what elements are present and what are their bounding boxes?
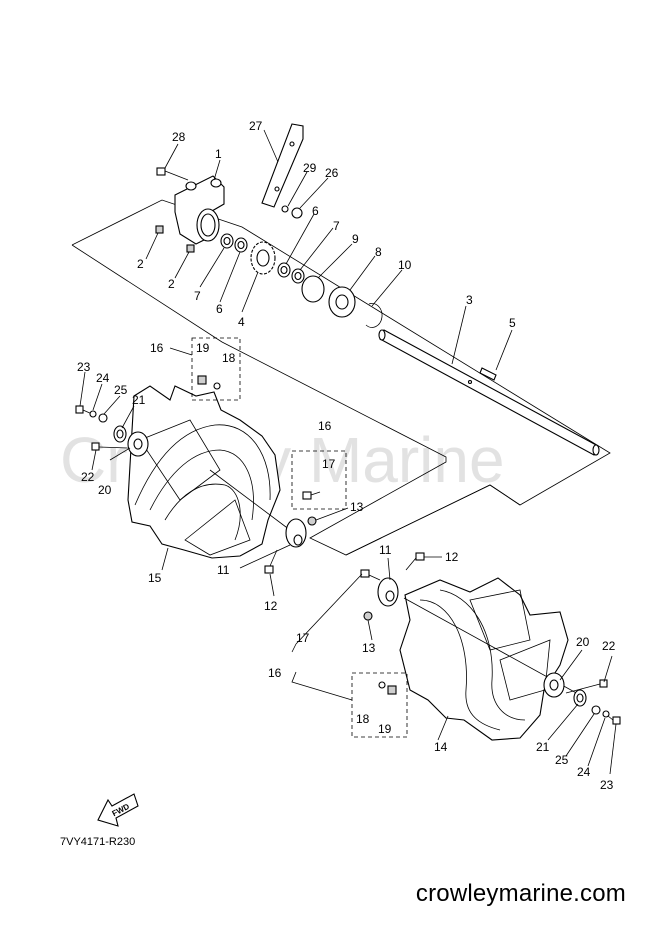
flange-20a (127, 431, 149, 457)
bolt-23b (607, 715, 621, 725)
bearing-7a (220, 233, 234, 249)
bolt-12b (405, 552, 425, 571)
hub-flange-11a (285, 518, 307, 548)
transmission-housing (174, 175, 225, 245)
gear-4 (250, 241, 276, 275)
label-12a: 12 (264, 599, 278, 613)
label-13b: 13 (362, 641, 376, 655)
bracket-plate (261, 123, 304, 208)
bolt-12a (264, 549, 278, 574)
flange-20b (543, 672, 565, 698)
washer-24b (602, 710, 610, 718)
label-19a: 19 (196, 341, 210, 355)
nut-19a (197, 375, 207, 385)
bolt-17b (360, 569, 381, 581)
label-1: 1 (215, 147, 222, 161)
label-28: 28 (172, 130, 186, 144)
label-20b: 20 (576, 635, 590, 649)
bushing-21b (573, 689, 587, 707)
auger-left-15 (127, 385, 291, 559)
nut-13a (307, 516, 317, 526)
o-ring-9 (301, 275, 325, 303)
label-11b: 11 (379, 543, 392, 557)
label-19b: 19 (378, 722, 392, 736)
bushing-21a (113, 425, 127, 443)
bolt-22a (91, 442, 129, 451)
site-url[interactable]: crowleymarine.com (415, 880, 626, 907)
label-23a: 23 (77, 360, 91, 374)
label-5: 5 (509, 316, 516, 330)
leader-lines (79, 129, 617, 775)
bolt-22b (565, 679, 608, 694)
label-18b: 18 (356, 712, 370, 726)
label-16c: 16 (268, 666, 282, 680)
label-12b: 12 (445, 550, 459, 564)
bolt-23a (75, 405, 93, 415)
label-7b: 7 (333, 219, 340, 233)
washer-25a (98, 413, 108, 423)
bearing-7b (291, 268, 305, 284)
bearing-6a (234, 237, 248, 253)
label-15: 15 (148, 571, 162, 585)
label-29: 29 (303, 161, 317, 175)
label-7a: 7 (194, 289, 201, 303)
label-21a: 21 (132, 393, 146, 407)
label-11a: 11 (217, 563, 230, 577)
diagram-code: 7VY4171-R230 (60, 836, 136, 848)
label-14: 14 (434, 740, 448, 754)
label-21b: 21 (536, 740, 550, 754)
label-2b: 2 (168, 277, 175, 291)
label-20a: 20 (98, 483, 112, 497)
nut-19b (387, 685, 397, 695)
key-5 (479, 367, 497, 381)
washer-24a (89, 410, 97, 418)
label-17b: 17 (296, 631, 310, 645)
kit-box-lower (351, 672, 408, 738)
label-2a: 2 (137, 257, 144, 271)
label-6b: 6 (312, 204, 319, 218)
circlip-10 (365, 303, 383, 328)
label-17a: 17 (322, 457, 336, 471)
bearing-6b (277, 262, 291, 278)
nut-26 (291, 207, 303, 219)
bolt-17a (302, 491, 321, 500)
label-22a: 22 (81, 470, 95, 484)
washer-18b (378, 681, 386, 689)
label-16a: 16 (150, 341, 164, 355)
bolt-28 (156, 167, 189, 181)
lower-assembly-outline (345, 484, 521, 556)
kit-box-upper (191, 337, 241, 401)
label-10: 10 (398, 258, 412, 272)
label-4: 4 (238, 315, 245, 329)
label-24a: 24 (96, 371, 110, 385)
nut-13b (363, 611, 373, 621)
label-6a: 6 (216, 302, 223, 316)
label-3: 3 (466, 293, 473, 307)
part-labels: 28 1 2 2 7 6 4 27 29 26 6 7 9 8 10 3 5 1… (77, 119, 616, 792)
label-25b: 25 (555, 753, 569, 767)
axle-shaft-3 (378, 329, 600, 456)
label-18a: 18 (222, 351, 236, 365)
plug-2a (155, 225, 164, 234)
watermark: Crowley Marine (60, 424, 505, 496)
label-26: 26 (325, 166, 339, 180)
washer-25b (591, 705, 601, 715)
auger-right-14 (399, 577, 581, 741)
seal-8 (328, 286, 356, 318)
fwd-arrow-icon: FWD (97, 793, 139, 827)
washer-29 (281, 205, 289, 213)
label-25a: 25 (114, 383, 128, 397)
label-9: 9 (352, 232, 359, 246)
label-27: 27 (249, 119, 263, 133)
label-16b: 16 (318, 419, 332, 433)
plug-2b (186, 244, 195, 253)
label-8: 8 (375, 245, 382, 259)
label-22b: 22 (602, 639, 616, 653)
hub-flange-11b (377, 577, 399, 607)
washer-18a (213, 382, 221, 390)
label-13a: 13 (350, 500, 364, 514)
label-24b: 24 (577, 765, 591, 779)
label-23b: 23 (600, 778, 614, 792)
